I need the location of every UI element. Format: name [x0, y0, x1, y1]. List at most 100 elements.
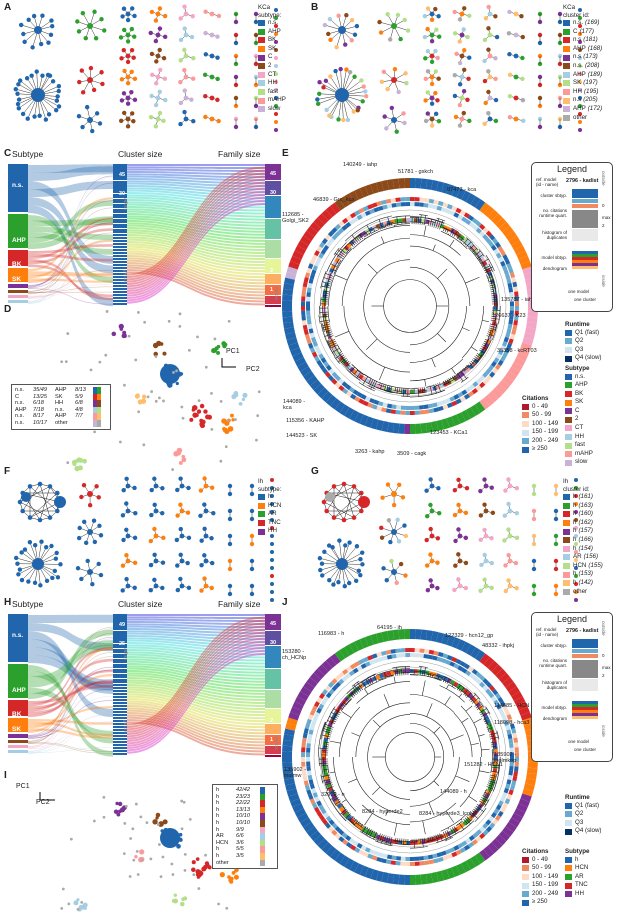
legend-g-swatch: [563, 494, 570, 501]
network-b-single: [578, 88, 582, 92]
circle-j-dendro: [342, 810, 349, 816]
circle-j-dendro: [371, 786, 381, 796]
sankey-h-ribbon: [28, 652, 113, 743]
pca-d-point: [173, 450, 179, 457]
circle-e-dendro: [435, 219, 445, 224]
legend-g: Ih cluster id: h(161)h(163)h(160)h(162)h…: [563, 478, 603, 596]
circle-j-guide: [319, 666, 501, 848]
circle-e-ring-segment: [505, 371, 517, 382]
subtype-j-item: AR: [565, 873, 589, 882]
network-b-node: [315, 101, 321, 107]
sankey-c-ribbon: [28, 238, 113, 303]
pca-i-point: [73, 900, 79, 906]
sankey-c-ribbon: [28, 164, 113, 299]
pca-i-point: [132, 858, 136, 862]
sankey-h-family-bar: [265, 614, 281, 630]
circle-e-ring-segment: [387, 179, 395, 190]
network-f-edge: [22, 483, 41, 512]
panel-label-a: A: [4, 2, 12, 13]
circle-e-ring-segment: [301, 320, 307, 326]
citations-j-label: 200 - 249: [532, 889, 559, 897]
subtype-e-label: slow: [575, 458, 588, 466]
sankey-c-ribbon: [127, 215, 265, 233]
circle-e-ring-segment: [501, 341, 508, 347]
circle-e-ring-segment: [453, 394, 460, 400]
circle-e-dendro: [490, 272, 495, 281]
circle-e-ring-segment: [369, 397, 375, 404]
network-b-node: [401, 111, 406, 116]
circle-j-dendro: [357, 821, 364, 827]
sankey-c-cluster-bar: [113, 276, 127, 278]
network-b-node: [355, 108, 360, 113]
network-g-single: [574, 574, 578, 578]
network-g-node: [553, 516, 559, 522]
circle-e-dendro: [336, 262, 340, 265]
circle-j-dendro: [329, 771, 335, 774]
legend-b-item: n.s(173): [563, 53, 602, 62]
circle-e-dendro: [384, 390, 389, 393]
circle-e-dendro: [326, 321, 330, 323]
circle-j-ring-segment: [471, 668, 478, 675]
network-f-node: [249, 533, 255, 539]
circle-e-ring-segment: [507, 323, 513, 330]
network-b-node: [351, 109, 356, 114]
panel-label-h: H: [4, 597, 12, 608]
network-b-node: [457, 39, 462, 44]
circle-e-inner-ring: [341, 358, 347, 364]
network-b-node: [359, 78, 364, 83]
circle-j-ring-segment: [370, 633, 379, 645]
network-b-node: [486, 110, 491, 116]
network-b-single: [578, 32, 582, 36]
subtype-legend-e-title: Subtype: [565, 365, 590, 372]
circle-j-dendro: [332, 797, 339, 801]
network-f-node: [202, 476, 207, 481]
network-b-node: [467, 13, 472, 18]
network-g-node: [553, 583, 559, 589]
j-model-label: 151282 - HCN1: [464, 762, 503, 768]
circle-e-ring-segment: [320, 357, 327, 364]
network-b-node: [483, 100, 488, 106]
circle-e-dendro: [483, 266, 493, 272]
runtime-j-item: Q4 (slow): [565, 827, 601, 836]
legend-part: [572, 639, 598, 648]
circle-j-ring-segment: [290, 706, 302, 716]
network-f-hub: [153, 558, 159, 564]
network-a-hub: [183, 32, 189, 38]
circle-e-ring-segment: [509, 272, 516, 279]
circle-j-ring-segment: [292, 701, 304, 711]
pca-i-legend-label: h: [216, 826, 220, 833]
network-b-node: [321, 85, 326, 90]
circle-j-ring-segment: [375, 632, 384, 644]
circle-j-dendro: [381, 834, 385, 844]
network-a-node: [153, 102, 159, 108]
citations-j-item: 0 - 49: [522, 856, 558, 865]
circle-e-dendro: [485, 338, 490, 347]
network-g-node: [452, 512, 458, 518]
network-b-node: [317, 80, 322, 85]
sankey-c-ribbon: [28, 264, 113, 298]
circle-j-ring-segment: [525, 778, 536, 786]
circle-j-inner-ring: [489, 729, 495, 735]
subtype-e-label: BK: [575, 389, 584, 397]
circle-j-dendro: [373, 831, 378, 840]
circle-e-dendro: [452, 263, 471, 307]
circle-e-ring-segment: [514, 310, 519, 316]
pca-d-legend-swatch: [93, 413, 97, 420]
network-b-node: [465, 97, 470, 102]
circle-j-ring-segment: [498, 800, 504, 807]
circle-e-inner-ring: [355, 234, 361, 241]
circle-j-ring-segment: [500, 701, 506, 708]
network-f-node: [186, 535, 192, 541]
network-a-node: [49, 18, 54, 23]
subtype-e-swatch: [565, 442, 572, 449]
network-g-node: [386, 518, 392, 523]
circle-e-dendro: [327, 273, 332, 282]
circle-e-ring-segment: [518, 347, 530, 357]
circle-j-ring-segment: [414, 861, 420, 866]
circle-j-ring-segment: [360, 663, 367, 669]
circle-e-ring-segment: [377, 205, 384, 211]
circle-e-ring-segment: [482, 227, 489, 234]
circle-e-dendro: [327, 331, 333, 334]
circle-j-ring-segment: [392, 873, 400, 885]
